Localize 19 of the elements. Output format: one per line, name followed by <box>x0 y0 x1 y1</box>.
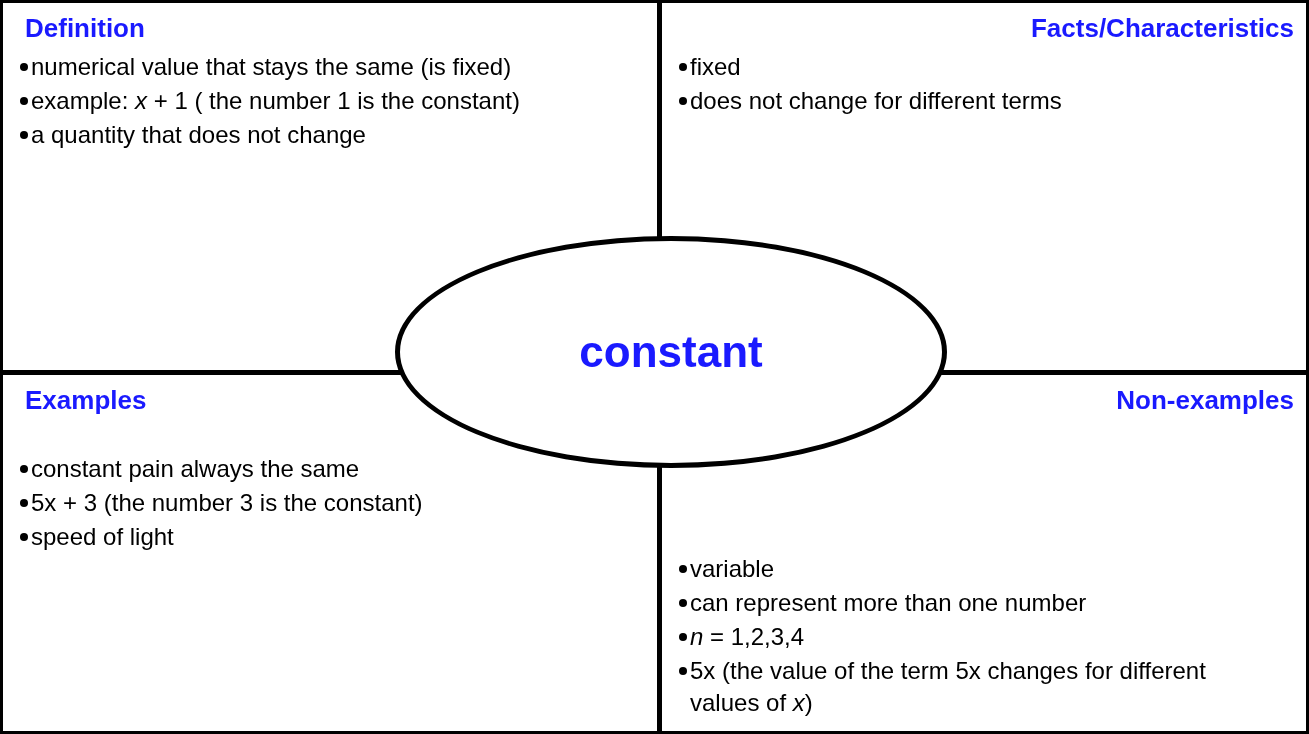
quadrant-heading: Definition <box>25 13 145 44</box>
bullet-item: 5x + 3 (the number 3 is the constant) <box>31 488 424 518</box>
quadrant-heading: Non-examples <box>1116 385 1294 416</box>
bullet-item: numerical value that stays the same (is fixed) <box>31 52 513 82</box>
bullet-item: constant pain always the same <box>31 454 361 484</box>
bullet-item: can represent more than one number <box>690 588 1088 618</box>
bullet-item: example: x + 1 ( the number 1 is the constant) <box>31 86 521 116</box>
quadrant-heading: Examples <box>25 385 147 416</box>
center-term: constant <box>579 327 763 377</box>
quadrant-panel <box>0 372 659 734</box>
bullet-item: variable <box>690 554 776 584</box>
bullet-item: 5x (the value of the term 5x changes for different values of x) <box>690 656 1207 718</box>
quadrant-heading: Facts/Characteristics <box>1030 13 1294 44</box>
quadrant-panel <box>659 372 1309 734</box>
bullet-item: n = 1,2,3,4 <box>690 622 806 652</box>
bullet-item: does not change for different terms <box>690 86 1063 116</box>
bullet-item: fixed <box>690 52 742 82</box>
bullet-item: a quantity that does not change <box>31 120 367 150</box>
bullet-item: speed of light <box>31 522 175 552</box>
